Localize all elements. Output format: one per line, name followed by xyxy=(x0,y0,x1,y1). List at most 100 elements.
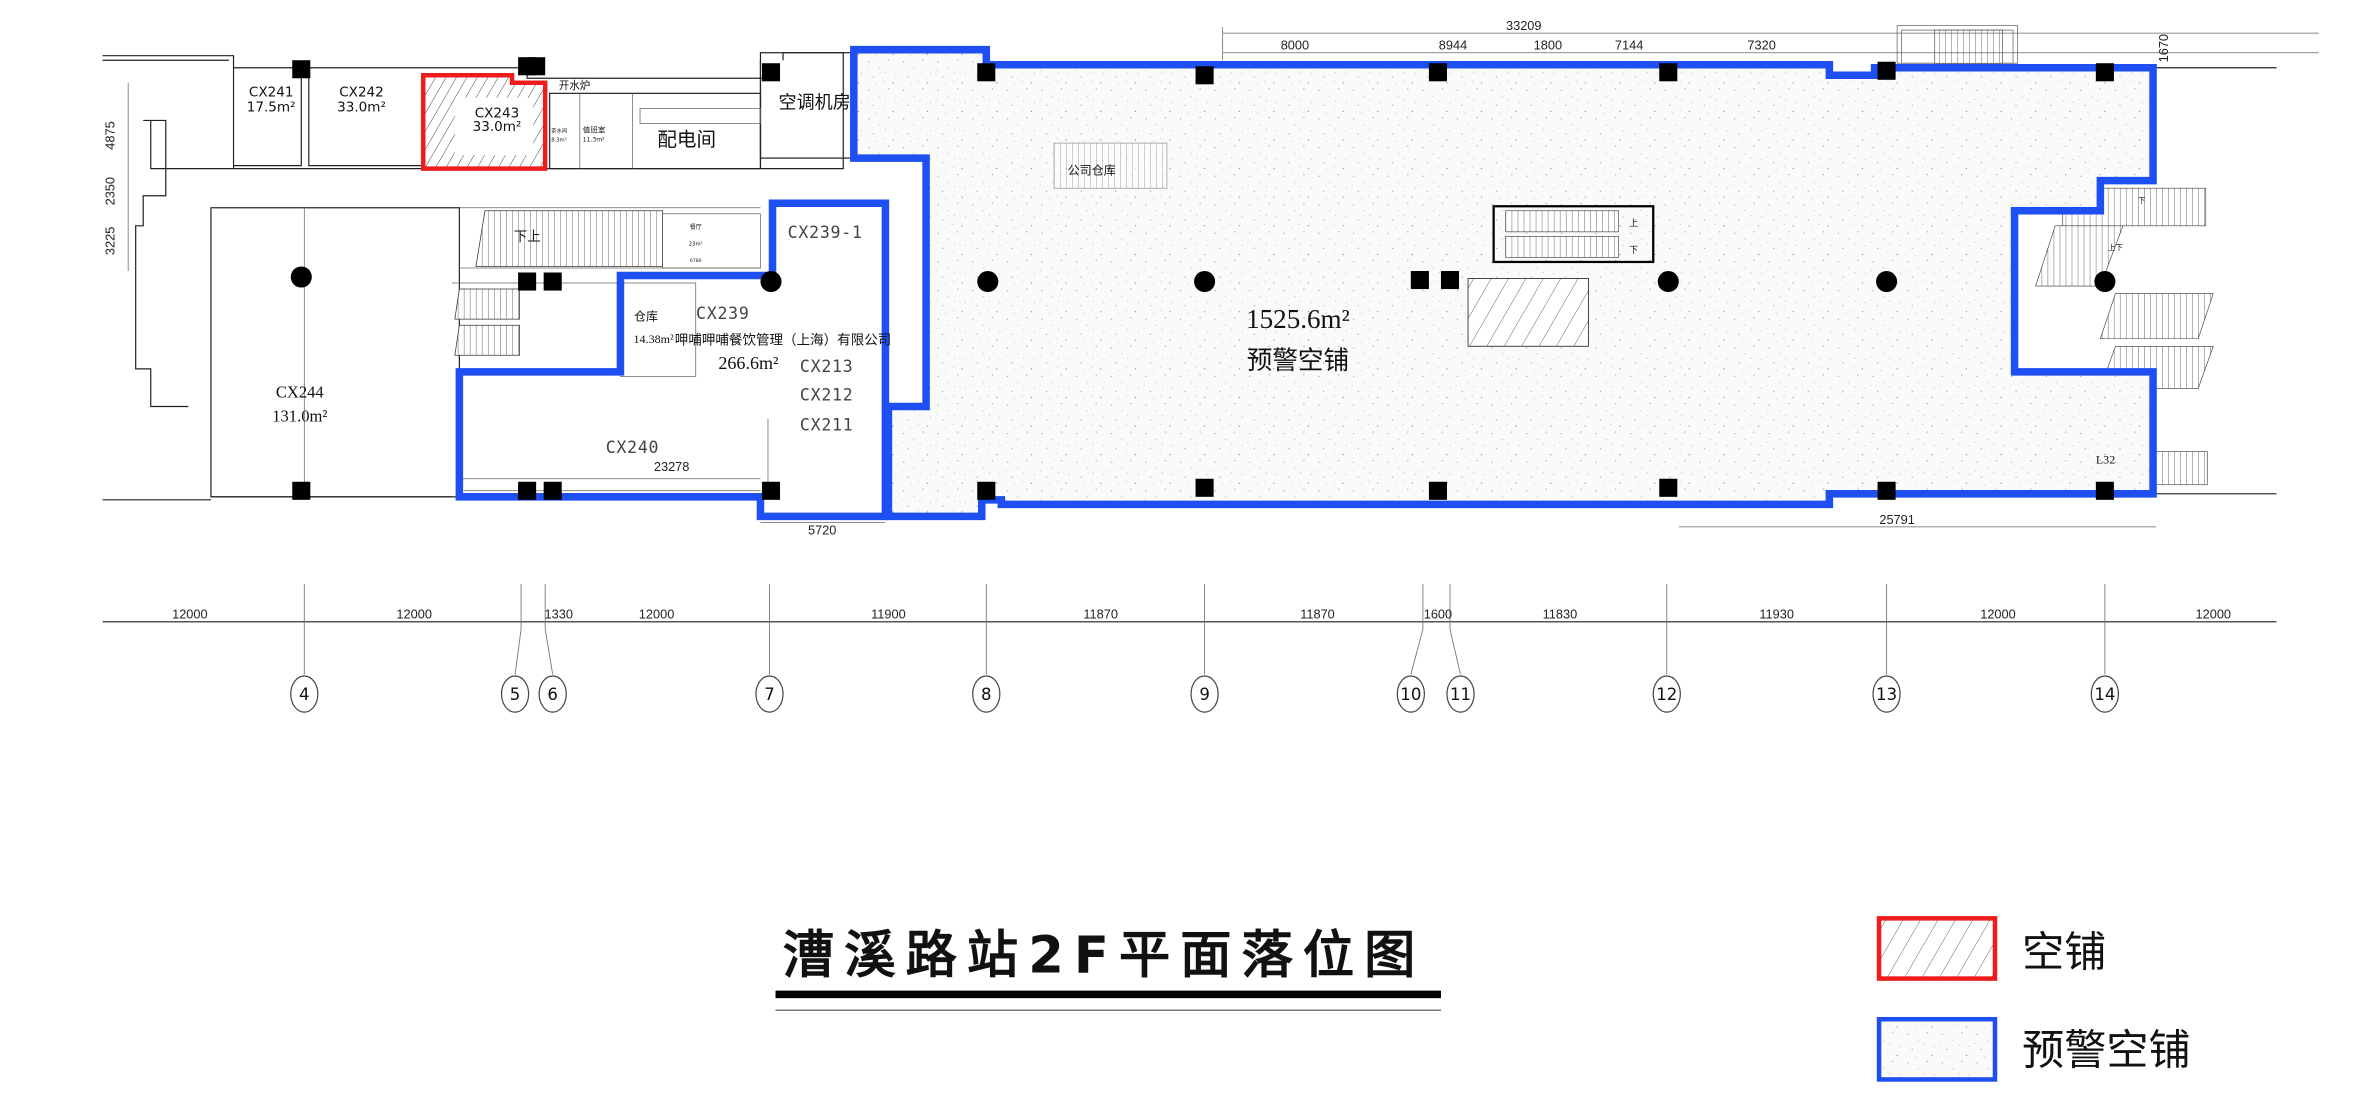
axis-dimension: 12000 xyxy=(2196,607,2232,622)
warning-vacant-zone-cx239[interactable] xyxy=(455,199,890,521)
label-cx244: CX244 xyxy=(276,382,325,401)
axis-dimension: 12000 xyxy=(1980,607,2016,622)
column-square xyxy=(1428,63,1447,82)
page-title: 漕溪路站2F平面落位图 xyxy=(783,926,1415,986)
column-round xyxy=(2094,270,2116,293)
label-boiler: 开水炉 xyxy=(559,80,591,92)
label-right-updown: 上下 xyxy=(2108,243,2124,252)
dim-1670: 1670 xyxy=(2156,34,2171,62)
column-square xyxy=(1428,481,1447,500)
grid-axis-label: 10 xyxy=(1400,685,1421,704)
axis-dimension: 11870 xyxy=(1083,607,1118,622)
area-cx244: 131.0m² xyxy=(272,407,327,426)
column-square xyxy=(1659,63,1678,82)
grid-bubble xyxy=(1872,675,1901,713)
column-round xyxy=(1194,270,1216,293)
grid-axis-label: 9 xyxy=(1199,685,1210,704)
axis-dimension: 12000 xyxy=(396,607,432,622)
title-block: 漕溪路站2F平面落位图 xyxy=(775,926,1441,1011)
grid-bubble xyxy=(2090,675,2120,713)
dim-dining: 6780 xyxy=(690,258,702,264)
dim-5720: 5720 xyxy=(808,522,836,537)
label-escalator-up: 上 xyxy=(1629,218,1638,229)
legend-swatch-vacant xyxy=(1876,916,1998,981)
column-square xyxy=(292,60,311,79)
grid-bubble xyxy=(538,675,567,713)
grid-axis-label: 6 xyxy=(547,685,558,704)
grid-axis-label: 7 xyxy=(764,685,775,704)
column-square xyxy=(1877,481,1896,500)
grid-bubble xyxy=(1190,675,1219,713)
label-cx240: CX240 xyxy=(606,438,660,457)
grid-bubble xyxy=(500,675,530,713)
axis-dimension: 1330 xyxy=(545,607,573,622)
column-square xyxy=(292,481,311,500)
dim-top-total: 33209 xyxy=(1506,18,1542,33)
column-square xyxy=(977,63,996,82)
grid-leader xyxy=(1449,629,1461,675)
grid-bubble xyxy=(755,675,784,713)
column-square xyxy=(2095,481,2114,500)
axis-dimension: 1600 xyxy=(1424,607,1452,622)
grid-axis-label: 12 xyxy=(1656,685,1677,704)
label-cx212: CX212 xyxy=(800,385,854,404)
dim-left: 4875 xyxy=(103,121,118,149)
label-tea-room: 茶水间 xyxy=(551,126,567,134)
label-right-stair: L32 xyxy=(2096,453,2115,467)
axis-dimension: 11870 xyxy=(1300,607,1335,622)
dim-left: 2350 xyxy=(103,177,118,205)
legend: 空铺 预警空铺 xyxy=(1876,916,2191,1082)
column-square xyxy=(977,481,996,500)
dimensions: 33209 8000 8944 1800 7144 7320 4875 2350… xyxy=(103,18,2319,537)
label-right-down: 下 xyxy=(2138,196,2146,205)
column-square xyxy=(2095,63,2114,82)
label-stair-left: 下上 xyxy=(514,229,541,245)
dim-top: 8000 xyxy=(1281,38,1309,53)
legend-label-warning: 预警空铺 xyxy=(2022,1025,2191,1074)
area-dining: 23m² xyxy=(689,241,703,247)
label-cx213: CX213 xyxy=(800,357,854,376)
grid-bubble xyxy=(1446,675,1475,713)
axis-dimension: 12000 xyxy=(639,607,675,622)
dim-left: 3225 xyxy=(103,227,118,255)
legend-swatch-warning xyxy=(1876,1016,1998,1082)
label-dining: 餐厅 xyxy=(690,223,702,231)
column-square xyxy=(761,481,781,500)
structural-columns xyxy=(290,57,2116,500)
grid-axis-label: 4 xyxy=(299,685,310,704)
column-round xyxy=(1657,270,1679,293)
column-round xyxy=(1876,270,1898,293)
column-square xyxy=(1195,478,1214,497)
grid-leader xyxy=(514,629,522,675)
area-duty-room: 11.3m² xyxy=(583,137,605,144)
room-labels: CX241 17.5m² CX242 33.0m² CX243 33.0m² 开… xyxy=(247,80,2146,467)
area-cx241: 17.5m² xyxy=(247,99,296,115)
area-store: 14.38m² xyxy=(634,332,674,346)
grid-axis-label: 11 xyxy=(1450,685,1471,704)
axis-dimension: 11900 xyxy=(871,607,906,622)
column-round xyxy=(290,266,312,288)
dim-top: 8944 xyxy=(1439,38,1467,53)
tenant-cx239: 呷哺呷哺餐饮管理（上海）有限公司 xyxy=(675,333,892,349)
column-square xyxy=(543,272,562,291)
dim-23278: 23278 xyxy=(654,459,690,474)
axis-dimension: 12000 xyxy=(172,607,208,622)
column-round xyxy=(977,270,999,293)
dim-top: 7144 xyxy=(1615,38,1643,53)
legend-item-warning: 预警空铺 xyxy=(1876,1016,2191,1082)
column-square xyxy=(518,272,537,291)
area-cx242: 33.0m² xyxy=(337,99,386,115)
grid-bubble xyxy=(290,675,319,713)
legend-label-vacant: 空铺 xyxy=(2022,928,2106,977)
dim-25791: 25791 xyxy=(1879,512,1915,527)
label-cx243: CX243 xyxy=(475,105,520,121)
label-hvac-room: 空调机房 xyxy=(779,92,851,113)
grid-axis-label: 5 xyxy=(510,685,521,704)
column-square xyxy=(527,57,546,76)
label-duty-room: 值班室 xyxy=(583,124,606,134)
label-store: 仓库 xyxy=(634,309,658,324)
label-cx242: CX242 xyxy=(339,84,384,100)
stairs xyxy=(454,29,2214,486)
